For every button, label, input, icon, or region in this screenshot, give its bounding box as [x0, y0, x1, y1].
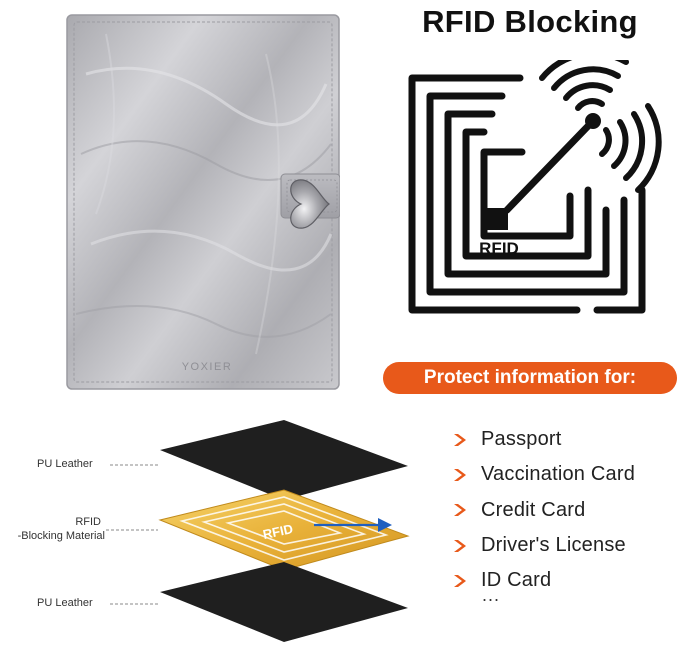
list-item: Vaccination Card: [452, 457, 677, 492]
rfid-blocking-layer: [158, 489, 410, 571]
rfid-blocking-title: RFID Blocking: [422, 4, 638, 39]
layer-label-middle-line1: RFID: [75, 516, 101, 528]
list-item: ID Card: [452, 563, 677, 598]
list-item-label: Driver's License: [481, 534, 626, 557]
list-item: Passport: [452, 422, 677, 457]
list-item-label: Credit Card: [481, 498, 586, 521]
top-leather-layer: [160, 420, 408, 500]
rfid-chip-text: RFID: [261, 521, 294, 542]
list-item-label: Passport: [481, 428, 562, 451]
protect-heading: Protect information for:: [423, 367, 637, 388]
arrow-right-icon: [378, 518, 392, 532]
protect-heading-pill: Protect information for:: [383, 362, 677, 394]
rfid-icon-label: RFID: [479, 239, 519, 258]
list-item-label: Vaccination Card: [481, 463, 636, 486]
list-item: Credit Card: [452, 493, 677, 528]
chevron-right-icon: [454, 433, 466, 446]
rfid-icon: RFID: [408, 60, 662, 314]
chevron-right-icon: [454, 504, 466, 517]
material-layers-diagram: RFID: [106, 420, 410, 642]
layer-label-bottom: PU Leather: [37, 597, 93, 609]
protect-list: Passport Vaccination Card Credit Card Dr…: [452, 422, 677, 598]
more-ellipsis: ...: [482, 585, 501, 605]
chevron-right-icon: [454, 574, 466, 587]
chevron-right-icon: [454, 539, 466, 552]
chevron-right-icon: [454, 468, 466, 481]
list-item-label: ID Card: [481, 569, 552, 592]
bottom-leather-layer: [160, 562, 408, 642]
layer-label-middle-line2: -Blocking Material: [17, 530, 105, 542]
list-item: Driver's License: [452, 528, 677, 563]
layer-label-top: PU Leather: [37, 458, 93, 470]
silver-wallet-image: YOXIER: [66, 14, 340, 390]
brand-emboss: YOXIER: [182, 361, 233, 373]
